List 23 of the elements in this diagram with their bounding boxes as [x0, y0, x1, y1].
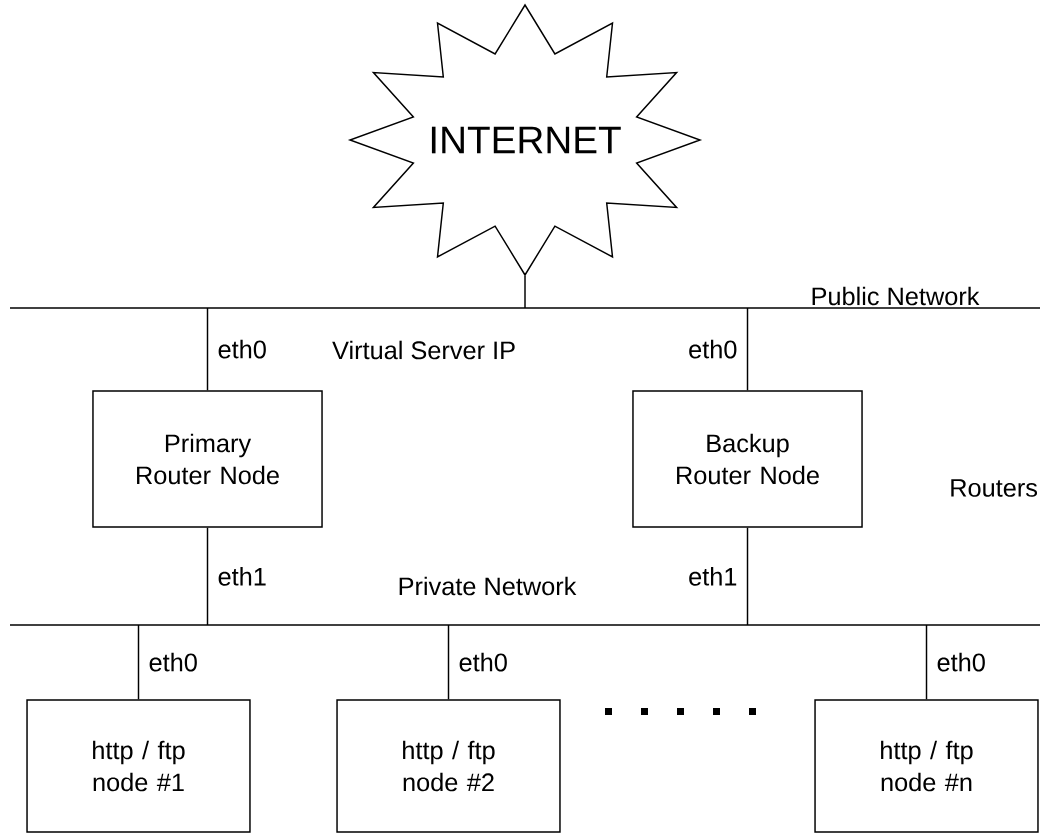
edge-label: eth0 — [149, 652, 197, 672]
connector-line — [746, 307, 749, 391]
connector-line — [524, 275, 526, 309]
edge-label: eth0 — [689, 339, 737, 359]
edge-label: eth0 — [218, 339, 266, 359]
edge-label: eth0 — [459, 652, 507, 672]
note-label: Routers — [951, 479, 1037, 497]
network-bus: Public Network — [9, 286, 1041, 309]
server-box: Primary Router Node — [92, 390, 323, 528]
connector-line — [925, 624, 928, 700]
connector-line — [137, 624, 140, 700]
connector-line — [447, 624, 450, 700]
edge-label: eth1 — [218, 567, 266, 586]
server-box: http / ftp node #n — [814, 699, 1039, 833]
server-box: http / ftp node #1 — [26, 699, 251, 833]
edge-label: eth0 — [937, 652, 985, 672]
note-label: Virtual Server IP — [332, 340, 515, 360]
server-box: Backup Router Node — [632, 390, 863, 528]
edge-label: eth1 — [689, 567, 737, 586]
server-box: http / ftp node #2 — [336, 699, 561, 833]
connector-line — [746, 527, 749, 626]
connector-line — [206, 307, 209, 391]
connector-line — [206, 527, 209, 626]
